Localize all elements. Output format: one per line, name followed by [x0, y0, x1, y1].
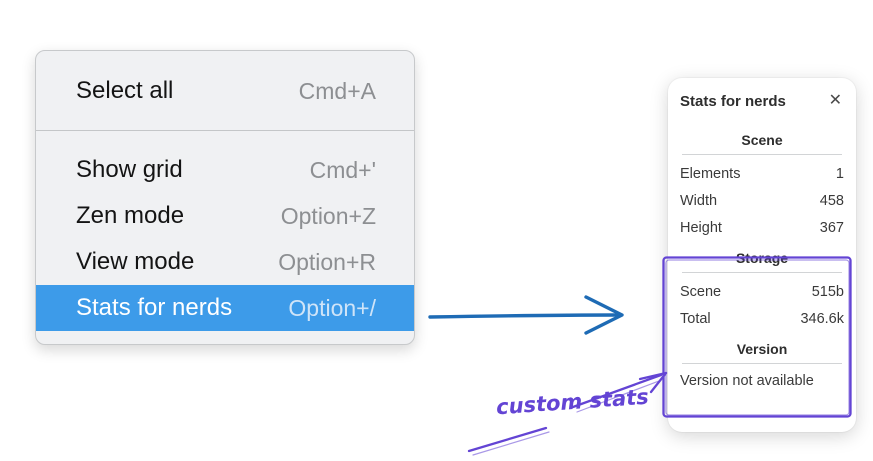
version-note: Version not available	[680, 373, 814, 389]
menu-item-select-all[interactable]: Select all Cmd+A	[36, 65, 414, 117]
section-divider	[682, 154, 842, 155]
section-heading: Scene	[741, 132, 783, 148]
section-heading: Storage	[735, 250, 789, 266]
menu-item-label: Zen mode	[76, 202, 185, 229]
section-scene: Scene Elements 1 Width 458 Height 367	[680, 132, 844, 236]
menu-separator	[36, 130, 414, 131]
menu-item-show-grid[interactable]: Show grid Cmd+'	[36, 147, 414, 193]
context-menu: Select all Cmd+A Show grid Cmd+' Zen mod…	[35, 50, 415, 345]
flow-arrow-icon	[428, 295, 624, 335]
menu-item-shortcut: Option+Z	[280, 202, 376, 229]
section-storage: Storage Scene 515b Total 346.6k	[680, 250, 844, 327]
section-divider	[682, 272, 842, 273]
stat-value: 1	[835, 166, 844, 182]
menu-item-label: Show grid	[76, 156, 183, 183]
menu-group-top: Select all Cmd+A	[36, 51, 414, 130]
stat-value: 367	[819, 220, 844, 236]
stats-panel: Stats for nerds ✕ Scene Elements 1 Width…	[668, 78, 856, 432]
stat-row-total-size: Total 346.6k	[680, 311, 844, 327]
section-version: Version Version not available	[680, 341, 844, 389]
stat-row-scene-size: Scene 515b	[680, 284, 844, 300]
annotation-label: custom stats	[495, 384, 650, 420]
stat-label: Width	[680, 193, 718, 209]
menu-item-stats-for-nerds[interactable]: Stats for nerds Option+/	[36, 285, 414, 331]
menu-item-label: View mode	[76, 248, 195, 275]
stat-label: Scene	[680, 284, 722, 300]
stat-value: 346.6k	[800, 311, 844, 327]
stat-label: Height	[680, 220, 722, 236]
stat-row-height: Height 367	[680, 220, 844, 236]
stat-label: Elements	[680, 166, 741, 182]
section-divider	[682, 363, 842, 364]
close-button[interactable]: ✕	[827, 93, 844, 109]
stat-value: 515b	[811, 284, 844, 300]
menu-item-zen-mode[interactable]: Zen mode Option+Z	[36, 193, 414, 239]
stat-value: 458	[819, 193, 844, 209]
menu-item-shortcut: Cmd+'	[309, 156, 376, 183]
section-heading: Version	[736, 341, 788, 357]
menu-item-view-mode[interactable]: View mode Option+R	[36, 239, 414, 285]
stat-label: Total	[680, 311, 711, 327]
menu-item-shortcut: Cmd+A	[298, 77, 376, 104]
menu-item-shortcut: Option+/	[288, 294, 376, 321]
menu-item-label: Select all	[76, 77, 174, 104]
menu-item-label: Stats for nerds	[76, 294, 233, 321]
stat-row-elements: Elements 1	[680, 166, 844, 182]
menu-group-bottom: Show grid Cmd+' Zen mode Option+Z View m…	[36, 131, 414, 344]
stats-panel-title: Stats for nerds	[680, 92, 786, 110]
stats-panel-header: Stats for nerds ✕	[680, 90, 844, 112]
menu-item-shortcut: Option+R	[278, 248, 376, 275]
stat-row-width: Width 458	[680, 193, 844, 209]
close-icon: ✕	[828, 92, 842, 109]
